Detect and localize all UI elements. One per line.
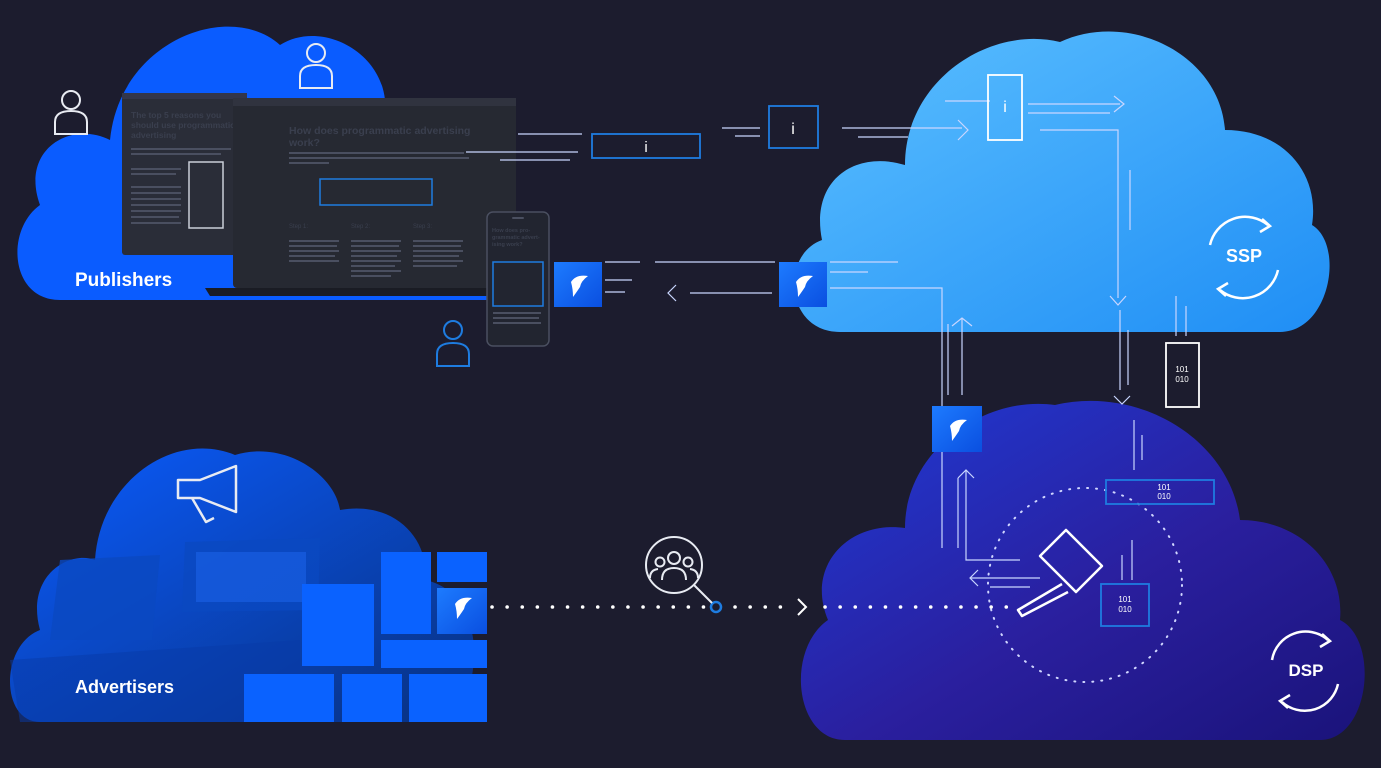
butterfly-icon [571, 275, 588, 297]
ssp-cloud [794, 31, 1330, 332]
user-icon-publisher-3 [436, 320, 470, 367]
info-icon: i [791, 121, 795, 138]
butterfly-icon [455, 597, 472, 619]
dsp-cloud [800, 400, 1365, 740]
dsp-badge-icon [1270, 630, 1340, 712]
ssp-badge-icon [1208, 215, 1280, 300]
binary-line-2: 010 [1157, 492, 1171, 501]
binary-line-1: 101 [1157, 483, 1171, 492]
info-box-middle: i [768, 105, 819, 149]
binary-line-1: 101 [1118, 595, 1132, 604]
info-icon: i [644, 139, 647, 156]
article-window-left: The top 5 reasons you should use program… [122, 93, 247, 255]
laptop-step-1: Step 1: [289, 224, 308, 230]
phone-title-3: ising work? [492, 242, 523, 248]
user-icon-publisher-1 [54, 90, 88, 135]
publishers-label: Publishers [75, 270, 172, 291]
article-left-title-3: advertising [131, 130, 176, 140]
smartphone: How does pro- grammatic advert- ising wo… [486, 211, 550, 347]
article-left-title-2: should use programmatic [131, 120, 235, 130]
butterfly-icon [950, 419, 967, 441]
info-icon: i [1003, 99, 1007, 116]
ad-tile-advertiser [455, 597, 472, 619]
advertisers-label: Advertisers [75, 677, 174, 697]
binary-line-1: 101 [1175, 365, 1189, 374]
audience-icon [645, 536, 713, 604]
binary-box-dsp: 101 010 [1100, 583, 1150, 627]
dsp-label: DSP [1289, 661, 1324, 680]
ad-tile-dsp [932, 406, 982, 452]
laptop: How does programmatic advertising work? … [205, 98, 545, 296]
auction-dotted-circle [987, 487, 1183, 683]
binary-box-dsp-wide: 101 010 [1105, 479, 1215, 505]
advertiser-dsp-dotted-path [490, 598, 1017, 616]
phone-title-1: How does pro- [492, 228, 530, 234]
binary-box-ssp: 101 010 [1165, 342, 1200, 408]
binary-line-2: 010 [1175, 375, 1189, 384]
laptop-article-title-1: How does programmatic advertising [289, 125, 470, 137]
article-left-title-1: The top 5 reasons you [131, 110, 221, 120]
info-box-ssp: i [987, 74, 1023, 141]
laptop-step-3: Step 3: [413, 224, 432, 230]
connector-lines [466, 95, 1187, 588]
info-box-publisher: i [591, 133, 701, 159]
laptop-article-title-2: work? [288, 137, 320, 149]
binary-line-2: 010 [1118, 605, 1132, 614]
ad-tile-ssp [779, 262, 827, 307]
ssp-label: SSP [1226, 246, 1262, 266]
megaphone-icon [176, 464, 238, 524]
ad-tile-publisher [554, 262, 602, 307]
user-icon-publisher-2 [299, 43, 333, 89]
laptop-step-2: Step 2: [351, 224, 370, 230]
ad-tile-grid [244, 552, 487, 722]
phone-title-2: grammatic advert- [492, 235, 540, 241]
butterfly-icon [796, 275, 813, 297]
gavel-icon [1016, 528, 1104, 618]
